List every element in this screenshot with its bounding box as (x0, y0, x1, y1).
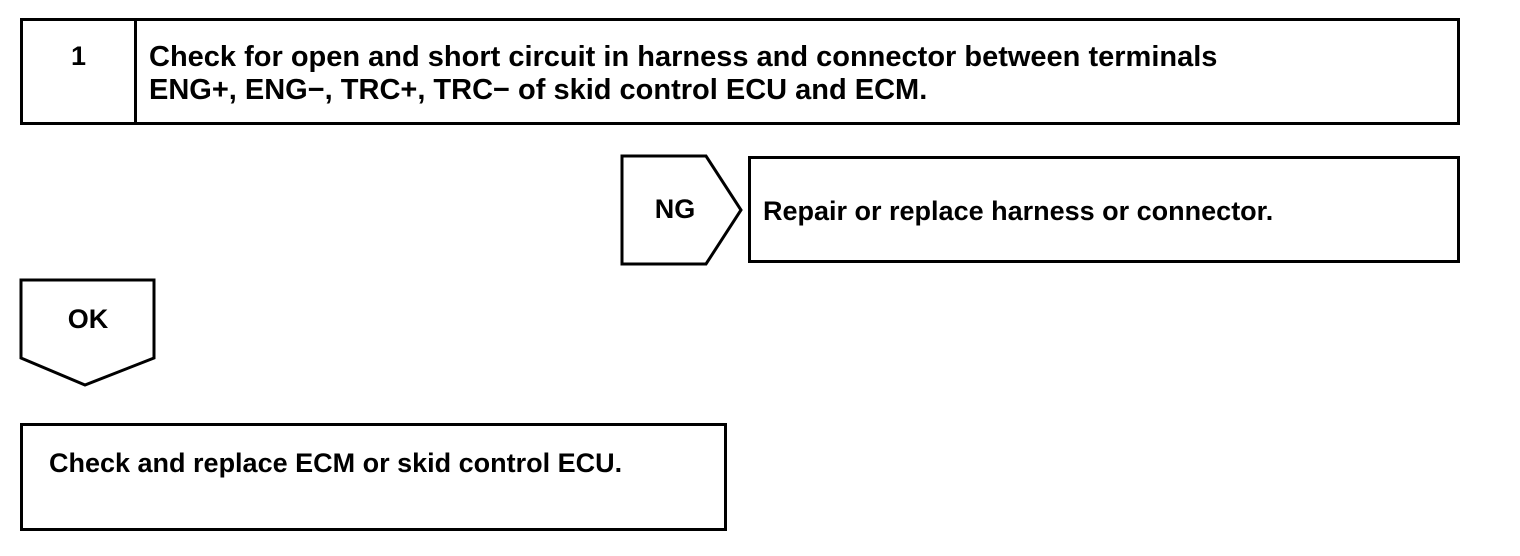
step-box: 1 Check for open and short circuit in ha… (20, 18, 1460, 125)
step-number: 1 (70, 41, 87, 71)
ok-arrow-shape (19, 278, 156, 387)
step-instruction: Check for open and short circuit in harn… (149, 41, 1439, 107)
ng-result-text: Repair or replace harness or connector. (763, 196, 1274, 226)
ng-arrow-shape (620, 154, 743, 266)
step-divider (134, 21, 137, 122)
ng-label: NG (654, 194, 696, 224)
ok-result-box: Check and replace ECM or skid control EC… (20, 423, 727, 531)
ok-result-text: Check and replace ECM or skid control EC… (49, 448, 623, 478)
step-instruction-line-2: ENG+, ENG−, TRC+, TRC− of skid control E… (149, 74, 928, 106)
ok-label: OK (67, 304, 109, 334)
ng-result-box: Repair or replace harness or connector. (748, 156, 1460, 263)
step-instruction-line-1: Check for open and short circuit in harn… (149, 41, 1218, 73)
